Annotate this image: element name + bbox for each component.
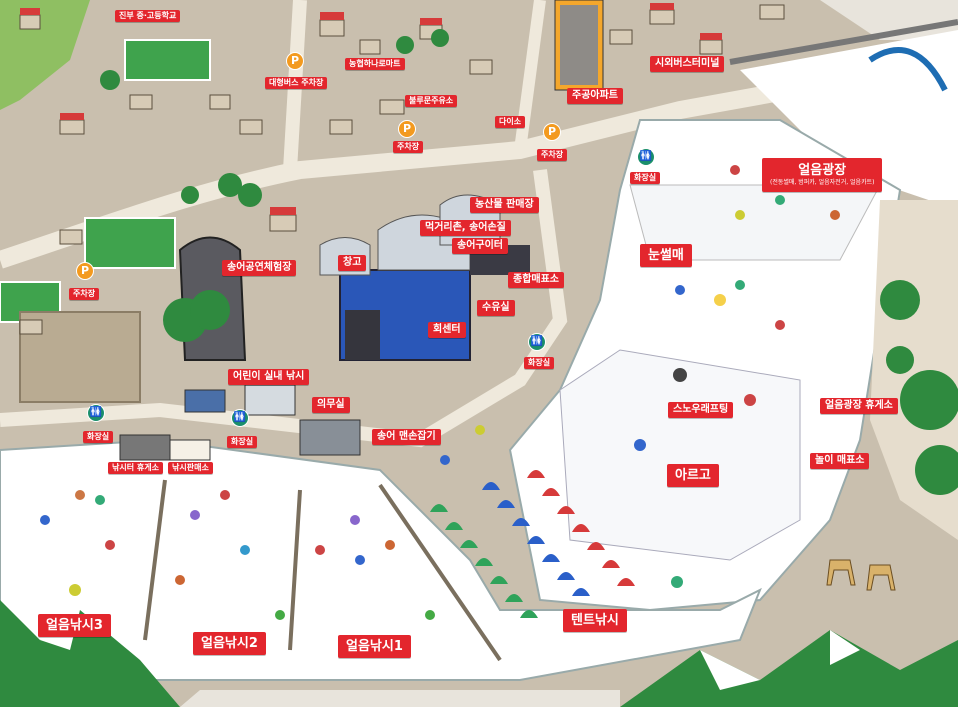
label-ice-fishing-2[interactable]: 얼음낚시2 [193,632,266,655]
parking-icon[interactable]: P [286,52,304,70]
label-fishing-shop[interactable]: 낚시판매소 [168,462,213,474]
label-food-street[interactable]: 먹거리촌, 송어손질 [420,220,511,236]
label-daiso[interactable]: 다이소 [495,116,526,128]
label-nursing-room[interactable]: 수유실 [477,300,515,316]
parking-icon[interactable]: P [398,120,416,138]
label-school[interactable]: 진부 중·고등학교 [115,10,181,22]
label-indoor-fishing[interactable]: 어린이 실내 낚시 [228,369,310,385]
label-nonghyup[interactable]: 농협하나로마트 [345,58,405,70]
label-fishing-rest[interactable]: 낚시터 휴게소 [108,462,163,474]
mountain-left [0,600,180,707]
label-argo[interactable]: 아르고 [667,464,719,487]
label-sledding[interactable]: 눈썰매 [640,244,692,267]
label-bus-parking[interactable]: 대형버스 주차장 [265,77,328,89]
label-parking[interactable]: 주차장 [537,149,568,161]
label-parking[interactable]: 주차장 [69,288,100,300]
label-ice-fishing-1[interactable]: 얼음낚시1 [338,635,411,658]
mountain-right [620,630,958,707]
label-farm-shop[interactable]: 농산물 판매장 [470,197,539,213]
parking-icon[interactable]: P [76,262,94,280]
school-field [124,39,211,81]
label-plaza-rest[interactable]: 얼음광장 휴게소 [820,398,898,414]
label-trout-experience[interactable]: 송어공연체험장 [222,260,297,276]
label-jugong-apt[interactable]: 주공아파트 [567,88,623,104]
label-sashimi-center[interactable]: 회센터 [428,322,466,338]
ice-plaza-subtitle: (전동썰매, 범퍼카, 얼음자전거, 얼음카트) [770,179,875,187]
label-toilet[interactable]: 화장실 [630,172,661,184]
label-bus-terminal[interactable]: 시외버스터미널 [650,56,725,72]
label-ice-fishing-3[interactable]: 얼음낚시3 [38,614,111,637]
label-ticket-office[interactable]: 종합매표소 [508,272,564,288]
restroom-icon[interactable]: 🚻 [87,404,105,422]
restroom-icon[interactable]: 🚻 [231,409,249,427]
label-parking[interactable]: 주차장 [393,141,424,153]
deer-illustration [826,559,896,591]
sports-field [84,217,176,269]
label-toilet[interactable]: 화장실 [83,431,114,443]
label-toilet[interactable]: 화장실 [227,436,258,448]
label-trout-grill[interactable]: 송어구이터 [452,238,508,254]
restroom-icon[interactable]: 🚻 [637,148,655,166]
label-storage[interactable]: 창고 [338,255,367,271]
label-tent-fishing[interactable]: 텐트낚시 [563,609,627,632]
ice-plaza-title: 얼음광장 [798,163,847,178]
label-ice-plaza[interactable]: 얼음광장(전동썰매, 범퍼카, 얼음자전거, 얼음카트) [762,158,883,192]
label-trout-catch[interactable]: 송어 맨손잡기 [372,429,441,445]
dirt-field [19,311,141,403]
label-toilet[interactable]: 화장실 [524,357,555,369]
restroom-icon[interactable]: 🚻 [528,333,546,351]
label-medical[interactable]: 의무실 [312,397,350,413]
label-play-ticket[interactable]: 놀이 매표소 [810,453,870,469]
label-snow-rafting[interactable]: 스노우래프팅 [668,402,734,418]
parking-icon[interactable]: P [543,123,561,141]
bridge [868,47,948,92]
main-road [0,51,958,269]
visitors [40,165,840,620]
tent-rows [430,470,635,618]
label-gas-station[interactable]: 불루문주유소 [405,95,458,107]
